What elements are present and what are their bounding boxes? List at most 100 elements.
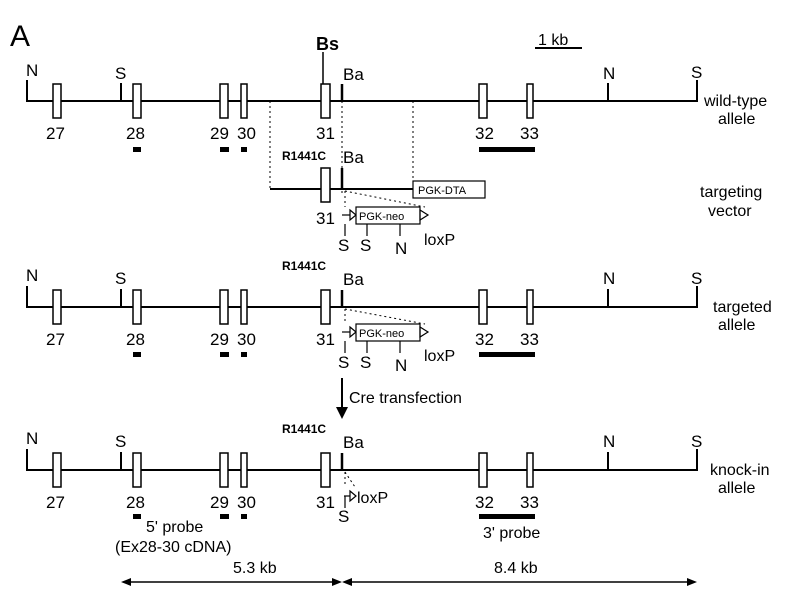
row-label-line2: vector [708,203,752,220]
site-n: N [603,432,615,451]
exon-label: 28 [126,124,145,143]
exon-label: 32 [475,330,494,349]
probe-5-mark [133,147,141,152]
exon-28 [132,83,142,119]
exon-label: 27 [46,330,65,349]
probe-5-mark [220,352,229,357]
homology-guides [269,101,414,195]
exon-label: 33 [520,330,539,349]
exon-label: 32 [475,493,494,512]
probe-5-mark [241,514,247,519]
loxp-arrow-icon [349,208,357,222]
scale-bar-label: 1 kb [538,32,568,49]
site-n: N [26,61,38,80]
exon-29 [219,83,229,119]
targeted-allele: N S R1441C Ba N S PGK-neo S S N loxP 27 … [26,259,772,375]
row-label-line1: wild-type [703,93,767,110]
wild-type-allele: N S Bs Ba N S 27 28 29 30 31 32 33 wild-… [26,34,767,152]
exon-31 [320,83,331,119]
arrowhead-icon [687,578,697,586]
cre-step: Cre transfection [336,378,462,419]
pgk-dta-cassette [412,180,486,199]
site-n: N [395,239,407,258]
site-s: S [338,353,349,372]
exon-29 [219,452,229,488]
exon-label: 31 [316,124,335,143]
cre-label: Cre transfection [349,390,462,407]
distance-right-label: 8.4 kb [494,560,538,577]
exon-label: 29 [210,493,229,512]
pgk-neo-label: PGK-neo [359,211,404,223]
pgk-neo-label: PGK-neo [359,328,404,340]
probe-5-source: (Ex28-30 cDNA) [115,539,231,556]
loxp-label: loxP [357,490,388,507]
distance-left-label: 5.3 kb [233,560,277,577]
exon-label: 27 [46,124,65,143]
distance-scale: 5.3 kb 8.4 kb [121,560,697,586]
probe-5-mark [241,147,247,152]
exon-label: 31 [316,493,335,512]
site-ba: Ba [343,148,364,167]
site-n: N [26,429,38,448]
exon-label: 28 [126,330,145,349]
panel-label: A [10,20,30,53]
loxp-arrow-icon [349,489,357,503]
exon-32 [478,83,488,119]
exon-label: 31 [316,209,335,228]
exon-label: 30 [237,493,256,512]
loxp-arrow-icon [419,208,430,222]
exon-30 [240,83,248,119]
scale-bar: 1 kb [535,32,582,49]
site-s: S [115,269,126,288]
exon-32 [478,452,488,488]
exon-30 [240,289,248,325]
probe-5-mark [241,352,247,357]
knock-in-allele: N S R1441C Ba N S S loxP 27 28 29 30 31 … [26,422,770,556]
site-s: S [691,432,702,451]
loxp-label: loxP [424,232,455,249]
site-n: N [395,356,407,375]
mutation-label: R1441C [282,259,326,273]
arrowhead-icon [121,578,131,586]
site-n: N [26,266,38,285]
exon-label: 27 [46,493,65,512]
site-s: S [691,269,702,288]
exon-33 [526,289,534,325]
arrowhead-icon [332,578,342,586]
probe-5-mark [133,352,141,357]
site-ba: Ba [343,270,364,289]
exon-31 [320,289,331,325]
exon-label: 32 [475,124,494,143]
mutation-label: R1441C [282,149,326,163]
arrowhead-icon [342,578,352,586]
site-bs: Bs [316,34,339,54]
exon-label: 29 [210,330,229,349]
exon-33 [526,83,534,119]
site-n: N [603,269,615,288]
row-label-line1: targeting [700,184,762,201]
down-arrow-icon [336,407,348,419]
mutation-label: R1441C [282,422,326,436]
loxp-arrow-icon [349,325,357,339]
site-s: S [115,432,126,451]
exon-28 [132,452,142,488]
site-s: S [115,64,126,83]
exon-27 [52,452,62,488]
exon-33 [526,452,534,488]
exon-30 [240,452,248,488]
probe-5-label: 5' probe [146,519,203,536]
exon-32 [478,289,488,325]
loxp-arrow-icon [419,325,430,339]
exon-label: 33 [520,124,539,143]
probe-5-mark [133,514,141,519]
pgk-dta-label: PGK-DTA [418,185,467,197]
exon-label: 30 [237,330,256,349]
probe-5-mark [220,147,229,152]
row-label-line2: allele [718,480,755,497]
insertion-guide [344,190,426,208]
exon-31 [320,452,331,488]
site-s: S [338,236,349,255]
targeting-vector: R1441C Ba 31 PGK-DTA PGK-neo S S N loxP … [270,148,762,258]
exon-27 [52,83,62,119]
exon-label: 29 [210,124,229,143]
